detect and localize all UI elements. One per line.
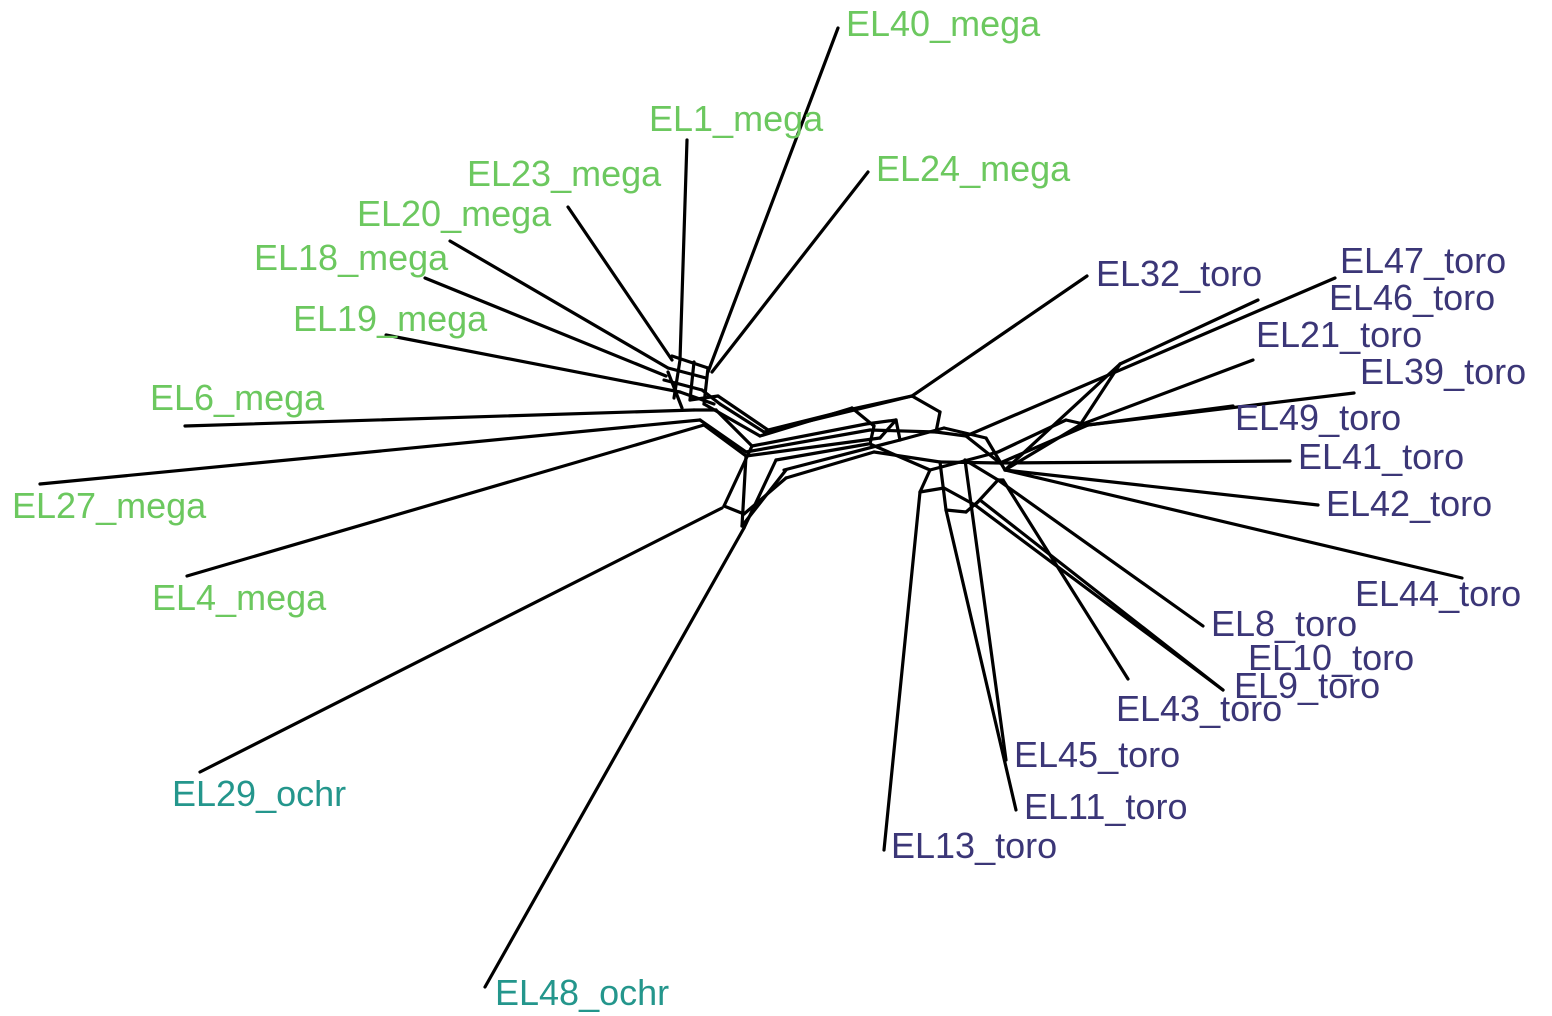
taxon-label-el11-toro: EL11_toro [1024, 786, 1187, 827]
taxon-label-el21-toro: EL21_toro [1256, 314, 1422, 355]
taxon-label-el39-toro: EL39_toro [1360, 351, 1526, 392]
taxon-label-el40-mega: EL40_mega [846, 3, 1041, 44]
leaf-edge-el1-mega [678, 138, 689, 362]
taxon-label-el45-toro: EL45_toro [1014, 734, 1180, 775]
network-split-edge [744, 428, 872, 454]
taxon-label-el32-toro: EL32_toro [1096, 253, 1262, 294]
network-split-edge [938, 460, 948, 512]
network-split-edge [722, 444, 754, 508]
network-split-edge [964, 434, 1002, 465]
leaf-edge-el40-mega [706, 26, 840, 374]
leaf-edge-el6-mega [183, 408, 696, 428]
network-split-edge [670, 354, 710, 370]
network-split-edge [963, 458, 1000, 482]
network-edges [38, 26, 1464, 989]
network-split-edge [698, 418, 748, 454]
network-split-edge [996, 418, 1068, 454]
taxon-label-el44-toro: EL44_toro [1355, 573, 1521, 614]
taxon-label-el8-toro: EL8_toro [1211, 603, 1357, 644]
taxon-label-el18-mega: EL18_mega [254, 237, 449, 278]
network-split-edge [878, 418, 898, 440]
network-split-edge [872, 450, 942, 464]
network-split-edge [702, 402, 762, 438]
network-split-edge [1003, 362, 1122, 472]
leaf-edge-el9-toro [973, 503, 1225, 692]
network-split-edge [716, 394, 770, 432]
network-split-edge [868, 428, 938, 434]
leaf-edge-el13-toro [882, 490, 922, 852]
network-split-edge [774, 442, 870, 462]
network-split-edge [688, 394, 720, 402]
taxon-label-el23-mega: EL23_mega [467, 153, 662, 194]
leaf-edge-el41-toro [998, 459, 1292, 465]
leaf-edge-el8-toro [996, 478, 1205, 628]
leaf-edge-el20-mega [448, 239, 670, 370]
network-split-edge [784, 450, 876, 480]
leaf-edge-el44-toro [1003, 468, 1464, 580]
leaf-edge-el48-ochr [483, 526, 746, 989]
taxon-label-el13-toro: EL13_toro [891, 825, 1057, 866]
network-split-edge [742, 458, 778, 530]
network-split-edge [700, 388, 722, 406]
leaf-edge-el4-mega [185, 423, 706, 578]
taxon-label-el43-toro: EL43_toro [1116, 688, 1282, 729]
taxon-label-el24-mega: EL24_mega [876, 148, 1071, 189]
network-split-edge [782, 438, 902, 472]
network-split-edge [934, 410, 942, 434]
leaf-edge-el29-ochr [198, 506, 724, 774]
leaf-edge-el43-toro [1001, 478, 1130, 681]
network-split-edge [998, 423, 1090, 465]
taxon-label-el29-ochr: EL29_ochr [172, 773, 346, 814]
leaf-edge-el19-mega [384, 333, 682, 394]
taxon-label-el46-toro: EL46_toro [1329, 277, 1495, 318]
network-split-edge [846, 394, 914, 412]
leaf-edge-el23-mega [566, 205, 674, 362]
network-split-edge [944, 508, 968, 514]
leaf-edge-el46-toro [1118, 298, 1260, 366]
leaf-edge-el21-toro [1078, 358, 1255, 427]
taxon-label-el19-mega: EL19_mega [293, 298, 488, 339]
leaf-edge-el27-mega [38, 418, 702, 486]
taxon-label-el49-toro: EL49_toro [1235, 397, 1401, 438]
network-split-edge [722, 504, 746, 516]
taxon-label-el9-toro: EL9_toro [1234, 665, 1380, 706]
network-split-edge [934, 430, 968, 438]
network-split-edge [718, 402, 766, 434]
taxon-label-el20-mega: EL20_mega [357, 193, 552, 234]
network-split-edge [864, 418, 898, 426]
taxon-label-el4-mega: EL4_mega [152, 577, 327, 618]
taxon-label-el41-toro: EL41_toro [1298, 436, 1464, 477]
network-split-edge [750, 422, 868, 448]
taxon-label-el47-toro: EL47_toro [1340, 240, 1506, 281]
taxon-label-el27-mega: EL27_mega [12, 485, 207, 526]
network-split-edge [740, 454, 748, 528]
network-split-edge [688, 360, 696, 402]
leaf-edge-el47-toro [964, 276, 1337, 438]
leaf-edge-el18-mega [423, 276, 668, 378]
network-split-edge [942, 426, 988, 440]
leaf-edge-el42-toro [1003, 468, 1320, 507]
taxon-label-el48-ochr: EL48_ochr [495, 972, 669, 1013]
network-split-edge [744, 436, 882, 458]
leaf-edge-el32-toro [910, 274, 1089, 398]
network-split-edge [702, 423, 748, 458]
leaf-edge-el45-toro [963, 458, 1008, 762]
taxon-label-el42-toro: EL42_toro [1326, 483, 1492, 524]
taxon-label-el1-mega: EL1_mega [649, 98, 824, 139]
network-split-edge [918, 468, 932, 494]
taxon-label-el10-toro: EL10_toro [1248, 637, 1414, 678]
network-split-edge [910, 394, 942, 414]
network-split-edge [973, 478, 1000, 507]
leaf-edge-el49-toro [1086, 404, 1235, 427]
network-split-edge [714, 408, 754, 448]
network-split-edge [666, 366, 708, 380]
network-split-edge [918, 486, 946, 494]
leaf-edge-el11-toro [944, 508, 1018, 812]
taxon-label-el6-mega: EL6_mega [150, 377, 325, 418]
leaf-edge-el24-mega [710, 170, 870, 374]
network-split-edge [984, 436, 1007, 472]
